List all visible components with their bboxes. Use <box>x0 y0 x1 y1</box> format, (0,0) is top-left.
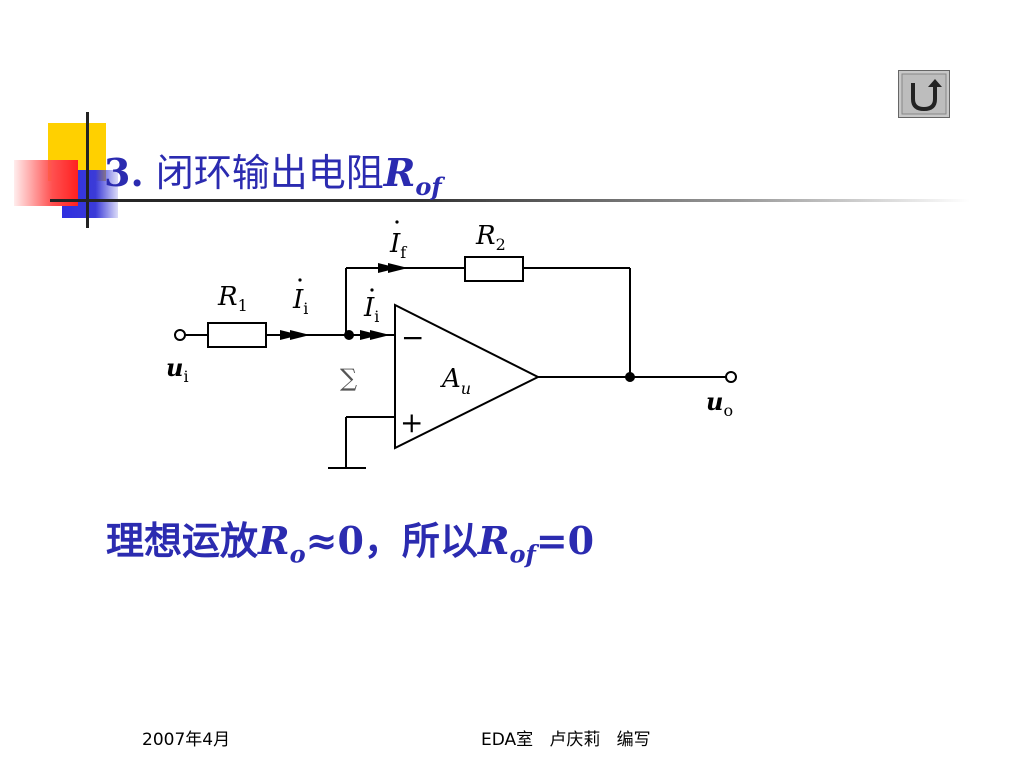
plus-sign: + <box>400 406 423 439</box>
input-junction-dot <box>344 330 354 340</box>
conclusion-prefix: 理想运放 <box>106 518 259 563</box>
title-underline <box>50 199 970 202</box>
ii-label: I <box>292 285 304 315</box>
title-subscript: of <box>415 171 442 201</box>
back-button[interactable] <box>898 70 950 118</box>
svg-text:uo: uo <box>706 387 733 420</box>
r1-sub: 1 <box>238 296 248 315</box>
if-sub: f <box>400 243 407 262</box>
r2-label: R <box>475 221 496 251</box>
footer-author: EDA室 卢庆莉 编写 <box>481 730 651 750</box>
svg-text:R1: R1 <box>217 282 248 315</box>
input-label: u <box>166 353 183 382</box>
conclusion-ro-sub: o <box>289 539 306 569</box>
title-number: 3. <box>104 150 144 195</box>
footer-date: 2007年4月 <box>142 730 231 750</box>
input-sub: i <box>183 367 188 386</box>
minus-sign: − <box>401 321 424 354</box>
title-symbol: R <box>383 150 416 195</box>
gain-label: A <box>440 364 461 394</box>
op-amp-circuit-diagram: R2 If R1 Ii Ii ∑ − + Au ui uo <box>166 220 737 469</box>
svg-text:ui: ui <box>166 353 189 386</box>
output-sub: o <box>723 401 733 420</box>
decor-vertical-line <box>86 112 89 228</box>
gain-sub: u <box>461 379 471 398</box>
svg-text:Ii: Ii <box>292 285 308 318</box>
output-junction-dot <box>625 372 635 382</box>
ii2-label: I <box>363 293 375 323</box>
slide-title: 3. 闭环输出电阻Rof <box>104 142 442 201</box>
r1-label: R <box>217 282 238 312</box>
sigma-symbol: ∑ <box>340 364 357 392</box>
svg-text:R2: R2 <box>475 221 506 254</box>
title-text: 闭环输出电阻 <box>155 151 384 195</box>
output-label: u <box>706 387 723 416</box>
conclusion-rof-sub: of <box>509 539 536 569</box>
ii2-sub: i <box>374 307 379 326</box>
ii-sub: i <box>303 299 308 318</box>
svg-text:If: If <box>389 229 407 262</box>
conclusion-text: 理想运放Ro≈0，所以Rof=0 <box>106 510 594 569</box>
svg-text:Ii: Ii <box>363 293 379 326</box>
decor-red-square <box>14 160 78 206</box>
conclusion-ro: R <box>258 518 290 563</box>
conclusion-approx: ≈0，所以 <box>305 518 478 563</box>
u-turn-back-icon <box>901 73 947 115</box>
svg-text:Au: Au <box>440 364 471 398</box>
conclusion-suffix: =0 <box>535 518 595 563</box>
r2-sub: 2 <box>496 235 506 254</box>
conclusion-rof: R <box>477 518 510 563</box>
if-label: I <box>389 229 401 259</box>
